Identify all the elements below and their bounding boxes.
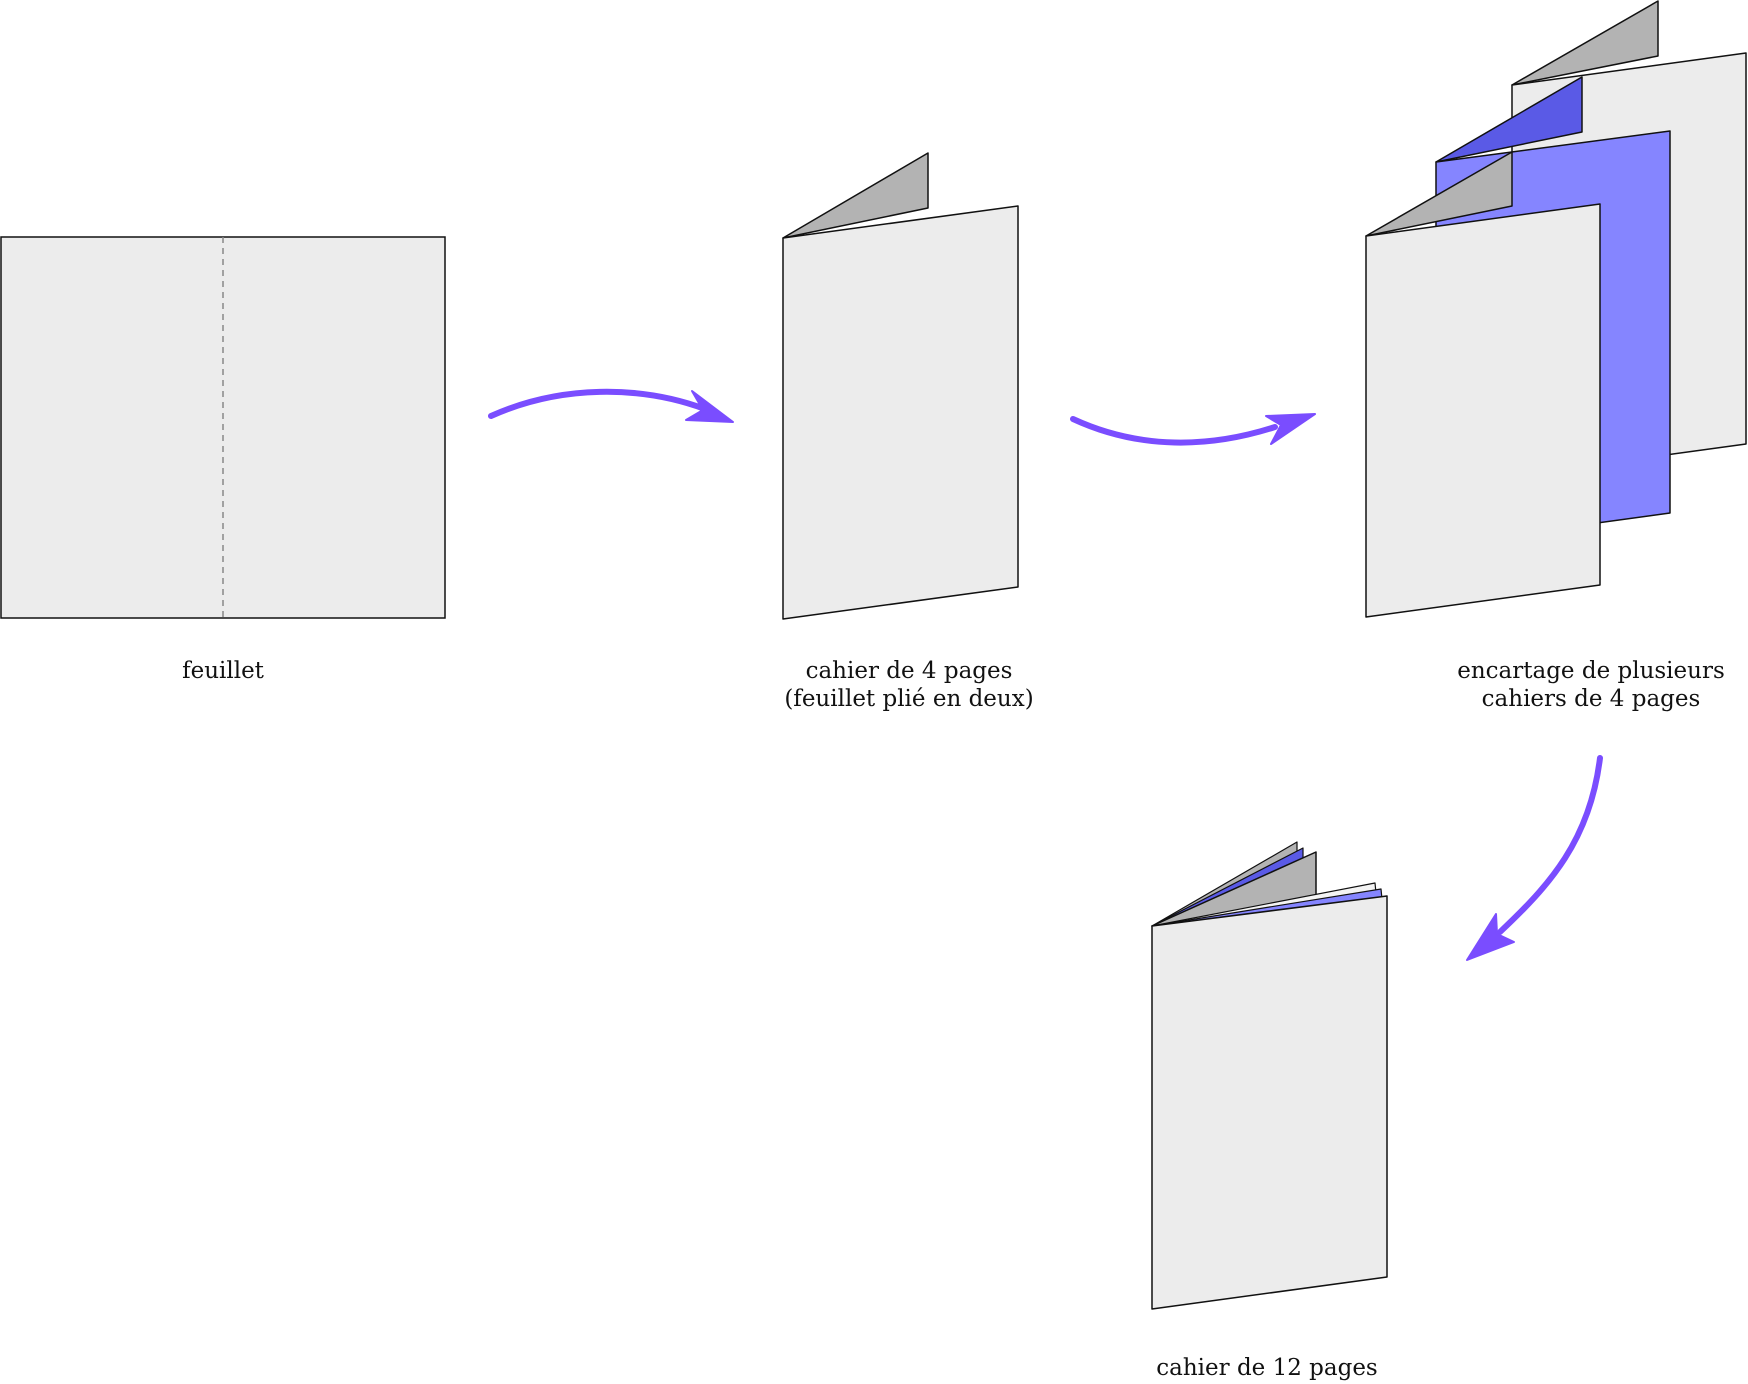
label-nested-line1: encartage de plusieurs <box>1457 658 1725 684</box>
flat-sheet <box>0 236 446 619</box>
folded-sheet-back-flap <box>782 152 929 239</box>
label-folded-line1: cahier de 4 pages <box>805 658 1013 684</box>
label-sheet-text: feuillet <box>182 658 264 684</box>
front-signature-page <box>1365 203 1601 618</box>
label-booklet: cahier de 12 pages <box>1156 1354 1377 1382</box>
arrow-1-shaft <box>488 388 708 419</box>
arrow-fold-to-nested <box>1070 413 1316 446</box>
arrow-2-shaft <box>1070 416 1278 446</box>
folded-sheet <box>782 152 1019 620</box>
label-nested-signatures: encartage de plusieurs cahiers de 4 page… <box>1457 657 1725 713</box>
label-nested-line2: cahiers de 4 pages <box>1481 686 1701 712</box>
arrow-2-head <box>1265 413 1316 445</box>
label-folded-line2: (feuillet plié en deux) <box>784 686 1034 712</box>
nested-signatures <box>1365 0 1747 618</box>
booklet-front-cover <box>1151 895 1388 1310</box>
arrow-sheet-to-fold <box>488 388 734 423</box>
arrow-1-head <box>685 390 734 423</box>
arrow-nested-to-booklet <box>1466 755 1603 961</box>
middle-signature-flap <box>1435 76 1583 163</box>
arrow-3-shaft <box>1497 755 1603 935</box>
label-booklet-text: cahier de 12 pages <box>1156 1355 1378 1381</box>
back-signature-flap <box>1511 0 1659 86</box>
label-sheet: feuillet <box>182 657 264 685</box>
booklet-12-pages <box>1151 841 1388 1310</box>
folded-sheet-front-page <box>782 205 1019 620</box>
label-folded-sheet: cahier de 4 pages (feuillet plié en deux… <box>784 657 1033 713</box>
arrow-3-head <box>1466 913 1515 961</box>
front-signature-flap <box>1365 151 1513 237</box>
